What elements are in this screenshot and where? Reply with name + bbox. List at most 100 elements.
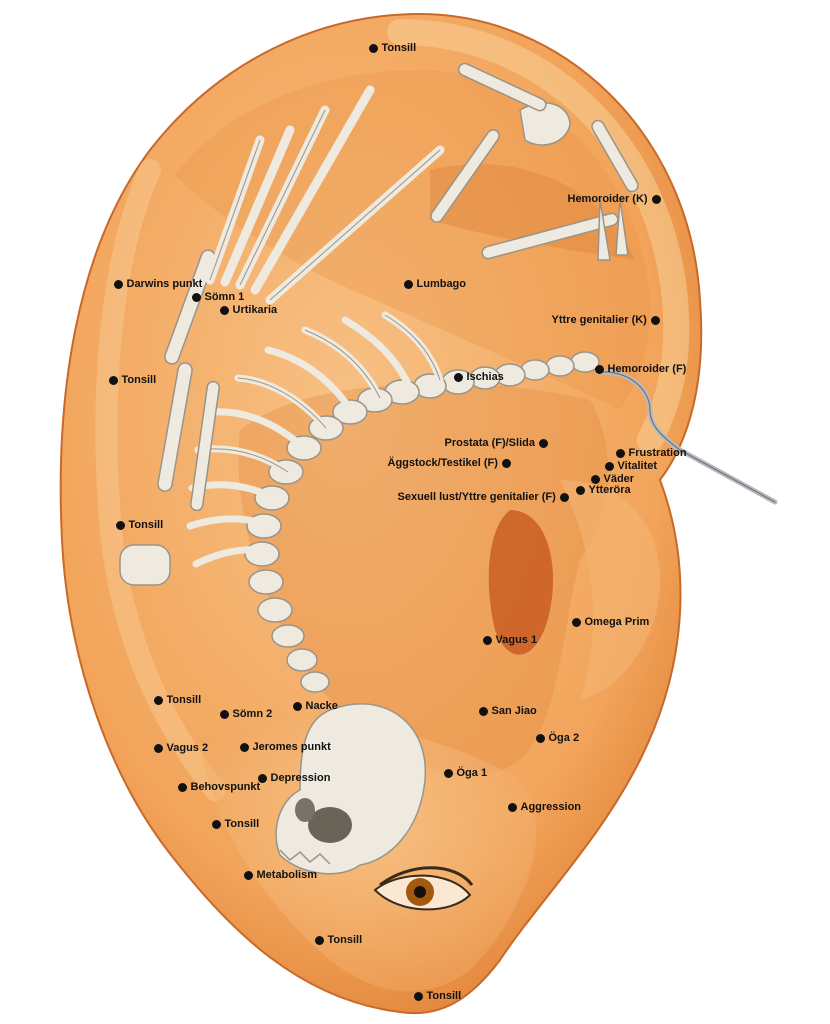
point-marker: [108, 375, 118, 385]
point-marker: [478, 706, 488, 716]
fossa: [430, 164, 635, 260]
arm-bones: [119, 249, 220, 586]
point-marker: [243, 870, 253, 880]
point-marker: [191, 292, 201, 302]
point-label: Vitalitet: [617, 460, 658, 472]
point-sexuell-lust: Sexuell lust/Yttre genitalier (F): [398, 491, 569, 503]
point-metabolism: Metabolism: [243, 869, 318, 881]
point-marker: [403, 279, 413, 289]
point-tonsill-lobe-left: Tonsill: [153, 694, 202, 706]
point-marker: [257, 773, 267, 783]
skull: [275, 703, 426, 875]
point-tonsill-left-upper: Tonsill: [108, 374, 157, 386]
point-marker: [453, 372, 463, 382]
point-lumbago: Lumbago: [403, 278, 467, 290]
point-marker: [177, 782, 187, 792]
point-label: Väder: [603, 473, 635, 485]
point-oga-1: Öga 1: [443, 767, 488, 779]
point-marker: [501, 458, 511, 468]
point-frustration: Frustration: [615, 447, 687, 459]
point-label: Sömn 1: [204, 291, 245, 303]
point-marker: [604, 461, 614, 471]
point-marker: [314, 935, 324, 945]
point-label: Metabolism: [256, 869, 318, 881]
tragus: [560, 480, 660, 700]
point-yttre-genitalier-k: Yttre genitalier (K): [552, 314, 660, 326]
point-omega-prim: Omega Prim: [571, 616, 650, 628]
point-label: Tonsill: [381, 42, 417, 54]
point-label: Nacke: [305, 700, 338, 712]
point-ytteröra: Ytteröra: [575, 484, 631, 496]
point-label: Darwins punkt: [126, 278, 203, 290]
point-marker: [535, 733, 545, 743]
scapha: [175, 70, 651, 410]
point-hemoroider-k: Hemoroider (K): [568, 193, 661, 205]
point-label: Sömn 2: [232, 708, 273, 720]
point-marker: [113, 279, 123, 289]
point-marker: [368, 43, 378, 53]
point-label: Tonsill: [166, 694, 202, 706]
skeleton-illustration: [119, 62, 639, 875]
point-marker: [115, 520, 125, 530]
point-label: Tonsill: [327, 934, 363, 946]
point-aggression: Aggression: [507, 801, 582, 813]
point-label: Öga 2: [548, 732, 580, 744]
point-label: Aggression: [520, 801, 582, 813]
point-aggstock-testikel: Äggstock/Testikel (F): [388, 457, 511, 469]
point-ischias: Ischias: [453, 371, 504, 383]
point-label: Öga 1: [456, 767, 488, 779]
point-label: Urtikaria: [232, 304, 278, 316]
point-tonsill-bottom: Tonsill: [413, 990, 462, 1002]
point-marker: [153, 695, 163, 705]
point-nacke: Nacke: [292, 700, 338, 712]
point-oga-2: Öga 2: [535, 732, 580, 744]
point-marker: [559, 492, 569, 502]
point-tonsill-top: Tonsill: [368, 42, 417, 54]
point-tonsill-lower-2: Tonsill: [314, 934, 363, 946]
point-label: Tonsill: [224, 818, 260, 830]
point-label: Prostata (F)/Slida: [444, 437, 535, 449]
point-prostata-slida: Prostata (F)/Slida: [445, 437, 548, 449]
point-label: Jeromes punkt: [252, 741, 331, 753]
point-marker: [239, 742, 249, 752]
point-vader: Väder: [590, 473, 635, 485]
point-marker: [413, 991, 423, 1001]
point-marker: [153, 743, 163, 753]
point-tonsill-left-mid: Tonsill: [115, 519, 164, 531]
point-somn-1: Sömn 1: [191, 291, 245, 303]
point-label: San Jiao: [491, 705, 537, 717]
point-marker: [590, 474, 600, 484]
point-marker: [651, 194, 661, 204]
point-label: Ischias: [466, 371, 504, 383]
point-marker: [615, 448, 625, 458]
point-marker: [219, 709, 229, 719]
point-jeromes-punkt: Jeromes punkt: [239, 741, 331, 753]
point-somn-2: Sömn 2: [219, 708, 273, 720]
eye-illustration: [373, 866, 474, 911]
point-label: Tonsill: [426, 990, 462, 1002]
point-label: Vagus 2: [166, 742, 209, 754]
point-marker: [482, 635, 492, 645]
point-label: Depression: [270, 772, 331, 784]
point-label: Behovspunkt: [190, 781, 261, 793]
pelvis-and-legs: [430, 62, 639, 261]
point-urtikaria: Urtikaria: [219, 304, 278, 316]
needle: [595, 369, 778, 505]
helix-rim: [387, 19, 690, 453]
point-vagus-2: Vagus 2: [153, 742, 209, 754]
point-marker: [211, 819, 221, 829]
point-label: Lumbago: [416, 278, 467, 290]
point-label: Hemoroider (F): [607, 363, 687, 375]
point-label: Hemoroider (K): [567, 193, 648, 205]
point-label: Omega Prim: [584, 616, 650, 628]
point-marker: [594, 364, 604, 374]
point-label: Tonsill: [128, 519, 164, 531]
point-marker: [292, 701, 302, 711]
spine: [244, 351, 600, 693]
point-label: Tonsill: [121, 374, 157, 386]
point-darwins-punkt: Darwins punkt: [113, 278, 203, 290]
point-marker: [219, 305, 229, 315]
point-label: Vagus 1: [495, 634, 538, 646]
